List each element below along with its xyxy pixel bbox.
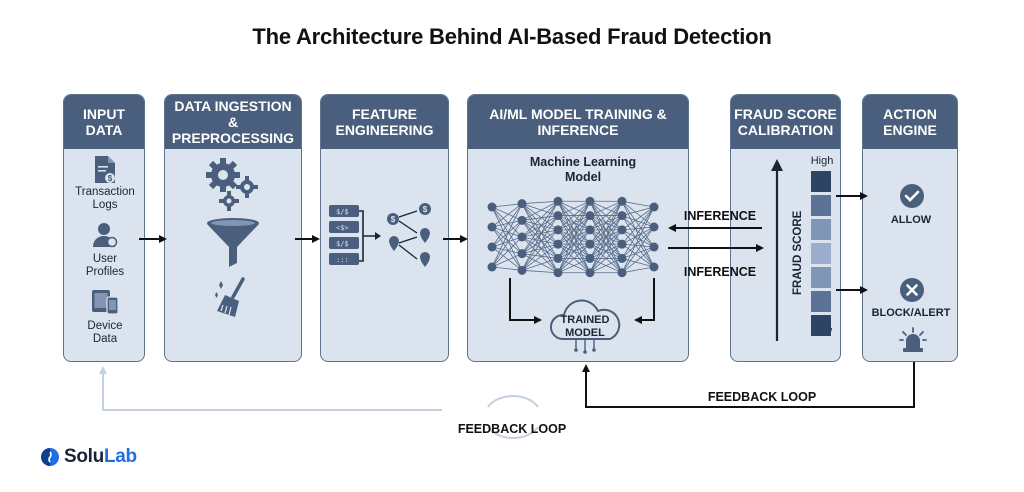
svg-text:$: $	[108, 174, 113, 183]
svg-text:$: $	[423, 205, 428, 214]
panel-input-title: INPUT DATA	[64, 95, 144, 149]
panel-action-title: ACTION ENGINE	[863, 95, 957, 149]
svg-text:$/$: $/$	[336, 208, 349, 216]
device-data-label: Device Data	[87, 320, 123, 345]
feedback-loop-line-left	[99, 366, 539, 439]
panel-input-data: INPUT DATA $ Transaction Logs User Profi…	[63, 94, 145, 362]
panel-ingestion-title: DATA INGESTION & PREPROCESSING	[165, 95, 301, 149]
inference-bottom-label: INFERENCE	[684, 265, 756, 279]
user-icon	[93, 223, 118, 248]
panel-feature-title: FEATURE ENGINEERING	[321, 95, 448, 149]
score-scale: FRAUD SCORE	[771, 159, 831, 341]
svg-text:<$>: <$>	[336, 224, 349, 232]
svg-text:$/$: $/$	[336, 240, 349, 248]
panel-score-title: FRAUD SCORE CALIBRATION	[731, 95, 840, 149]
neural-network-icon	[487, 196, 659, 278]
brand-logo: SoluLab	[40, 446, 137, 468]
allow-label: ALLOW	[890, 214, 932, 226]
panel-feature-engineering: FEATURE ENGINEERING $/$<$>$/$::: $ $	[320, 94, 449, 362]
ml-model-subtitle: Machine Learning Model	[529, 155, 637, 184]
block-alert-label: BLOCK/ALERT	[871, 307, 951, 319]
svg-text:$: $	[391, 215, 396, 224]
panel-action-engine: ACTION ENGINE ALLOW BLOCK/ALERT	[862, 94, 958, 362]
panel-ml-model: AI/ML MODEL TRAINING & INFERENCE Machine…	[467, 94, 689, 362]
user-profiles-label: User Profiles	[85, 253, 125, 278]
alarm-siren-icon	[899, 327, 927, 352]
fraud-score-axis-label: FRAUD SCORE	[792, 210, 804, 295]
document-icon: $	[95, 156, 115, 183]
solulab-logo-icon	[41, 448, 59, 466]
cloud-icon	[550, 299, 621, 354]
filter-funnel-icon	[207, 218, 259, 267]
panel-model-title: AI/ML MODEL TRAINING & INFERENCE	[468, 95, 688, 149]
inference-top-label: INFERENCE	[684, 209, 756, 223]
transaction-logs-label: Transaction Logs	[75, 186, 135, 211]
logo-wordmark: SoluLab	[64, 446, 137, 467]
feedback-loop-line-right	[582, 362, 915, 408]
page-title: The Architecture Behind AI-Based Fraud D…	[252, 24, 772, 49]
device-icon	[92, 290, 119, 315]
feature-flow-diagram: $/$<$>$/$::: $ $	[329, 203, 431, 267]
panel-data-ingestion: DATA INGESTION & PREPROCESSING	[164, 94, 302, 362]
score-high-label: High	[810, 155, 834, 167]
block-x-icon	[900, 278, 924, 302]
gears-icon	[206, 158, 258, 211]
feedback-loop-right-label: FEEDBACK LOOP	[708, 390, 816, 404]
trained-model-label: TRAINED MODEL	[560, 314, 610, 339]
broom-icon	[215, 277, 245, 317]
arrow-network-to-cloud	[509, 278, 542, 324]
arrow-inference-to-cloud	[634, 278, 655, 324]
check-icon	[900, 184, 924, 208]
feedback-loop-left-label: FEEDBACK LOOP	[458, 422, 566, 436]
svg-text::::: :::	[336, 256, 349, 264]
